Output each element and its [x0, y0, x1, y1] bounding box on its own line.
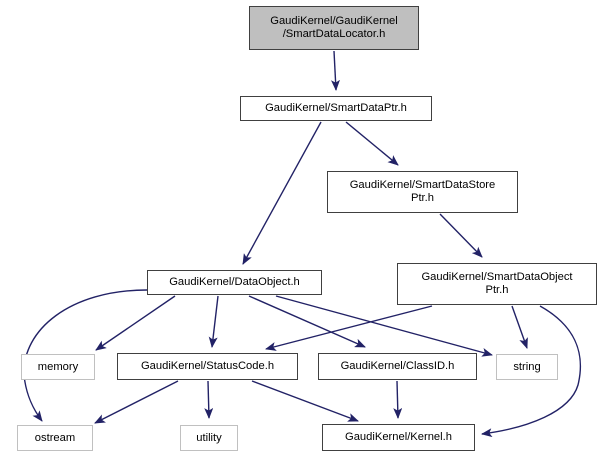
- edge-smartdataptr-storeptr: [345, 121, 399, 166]
- edge-statuscode-ostream: [94, 380, 179, 424]
- edge-dataobject-memory: [95, 295, 176, 351]
- node-string[interactable]: string: [496, 354, 558, 380]
- edge-statuscode-kernel: [251, 380, 359, 422]
- edge-classid-kernel: [393, 380, 403, 419]
- edge-storeptr-objectptr: [439, 213, 483, 258]
- edge-objectptr-statuscode: [265, 305, 433, 351]
- edge-statuscode-utility: [204, 380, 214, 419]
- node-ostream[interactable]: ostream: [17, 425, 93, 451]
- node-statuscode-h[interactable]: GaudiKernel/StatusCode.h: [117, 353, 298, 380]
- node-classid-h[interactable]: GaudiKernel/ClassID.h: [318, 353, 477, 380]
- node-memory[interactable]: memory: [21, 354, 95, 380]
- node-smartdataptr-h[interactable]: GaudiKernel/SmartDataPtr.h: [240, 96, 432, 121]
- node-utility[interactable]: utility: [180, 425, 238, 451]
- edge-objectptr-kernel: [481, 305, 582, 438]
- edge-dataobject-classid: [248, 295, 366, 348]
- node-smartdataobjectptr-h[interactable]: GaudiKernel/SmartDataObject Ptr.h: [397, 263, 597, 305]
- node-dataobject-h[interactable]: GaudiKernel/DataObject.h: [147, 270, 322, 295]
- node-smartdatalocator-h[interactable]: GaudiKernel/GaudiKernel /SmartDataLocato…: [249, 6, 419, 50]
- edge-root-smartdataptr: [330, 50, 340, 91]
- edge-objectptr-string: [511, 305, 528, 349]
- node-kernel-h[interactable]: GaudiKernel/Kernel.h: [322, 424, 475, 451]
- edge-smartdataptr-dataobject: [242, 121, 322, 265]
- edge-dataobject-string: [275, 295, 493, 357]
- node-smartdatastoreptr-h[interactable]: GaudiKernel/SmartDataStore Ptr.h: [327, 171, 518, 213]
- edge-dataobject-statuscode: [208, 295, 219, 348]
